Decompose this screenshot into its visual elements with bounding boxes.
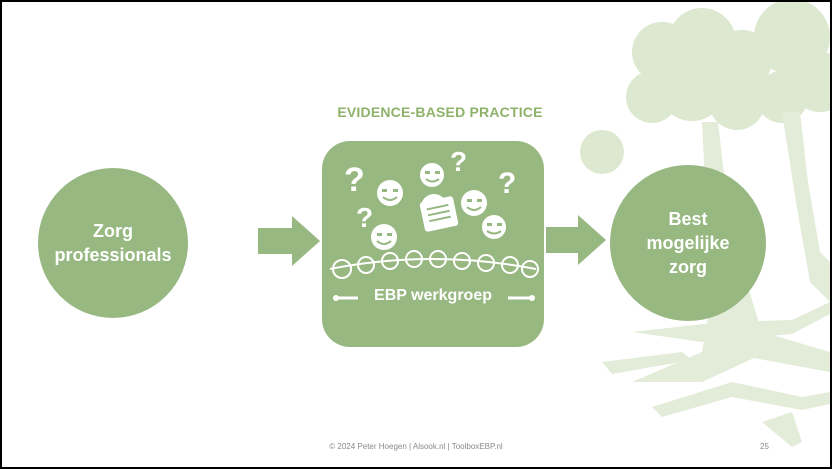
arrow-right-icon [258, 216, 320, 266]
question-mark-icon: ? ? ? ? [344, 146, 516, 233]
svg-text:?: ? [356, 202, 373, 233]
process-cycle-icon [329, 250, 539, 279]
svg-text:?: ? [450, 146, 467, 177]
ebp-werkgroep-text: EBP werkgroep [370, 287, 496, 304]
arrow-right-icon [546, 215, 606, 265]
document-icon [419, 196, 459, 232]
circle-label-line: mogelijke [646, 232, 730, 253]
circle-label-line: Best [668, 208, 708, 229]
page-number: 25 [760, 442, 769, 451]
circle-label-line: professionals [54, 245, 172, 265]
footer-copyright: © 2024 Peter Hoegen | Alsook.nl | Toolbo… [329, 442, 503, 451]
zorg-professionals-circle: Zorg professionals [38, 168, 188, 318]
circle-label-line: zorg [669, 257, 707, 278]
best-mogelijke-zorg-circle: Best mogelijke zorg [610, 165, 766, 321]
circle-label-line: Zorg [92, 220, 133, 241]
ebp-werkgroep-box: ? ? ? ? [322, 141, 544, 347]
svg-text:?: ? [344, 161, 365, 199]
svg-text:?: ? [498, 167, 516, 200]
slide-heading: EVIDENCE-BASED PRACTICE [337, 104, 543, 120]
ebp-werkgroep-label: EBP werkgroep [322, 287, 544, 305]
